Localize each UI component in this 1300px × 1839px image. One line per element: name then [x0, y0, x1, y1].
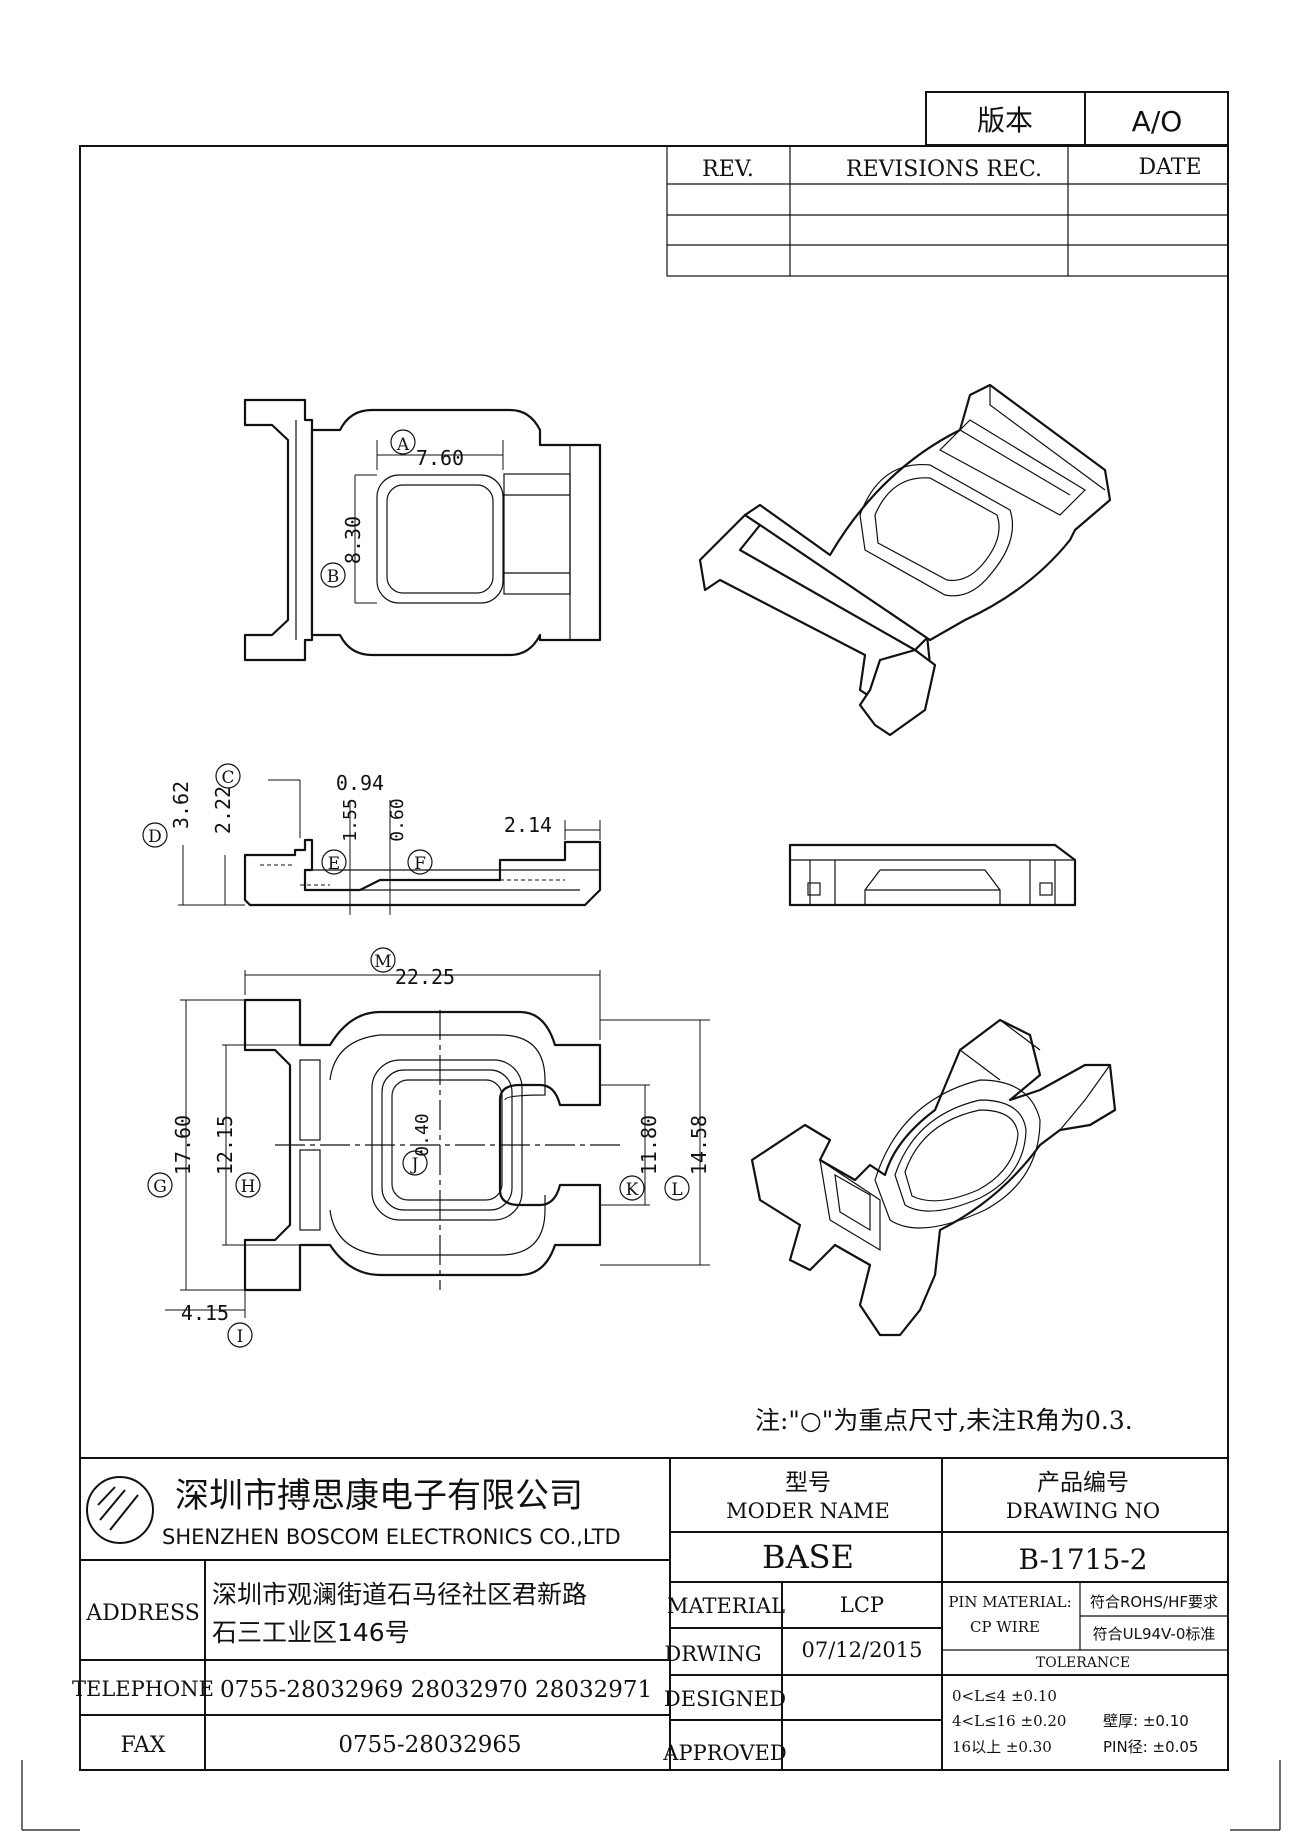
material-label: MATERIAL [667, 1594, 785, 1618]
title-block: 深圳市搏思康电子有限公司 SHENZHEN BOSCOM ELECTRONICS… [72, 1457, 1228, 1770]
address-line-2: 石三工业区146号 [212, 1618, 410, 1647]
label-A: A [396, 435, 410, 455]
address-line-1: 深圳市观澜街道石马径社区君新路 [212, 1580, 587, 1609]
version-box: 版本 A/O [925, 91, 1229, 146]
top-view: A 7.60 8.30 B [243, 398, 602, 662]
end-view [788, 843, 1077, 907]
company-name-cn: 深圳市搏思康电子有限公司 [175, 1476, 583, 1516]
company-logo-icon [86, 1476, 154, 1544]
label-I: I [237, 1327, 244, 1347]
dim-11-80: 11.80 [637, 1115, 661, 1175]
drawing-note: 注:"○"为重点尺寸,未注R角为0.3. [755, 1406, 1133, 1435]
label-H: H [241, 1177, 256, 1197]
rev-header: REV. [702, 157, 754, 182]
dim-12-15: 12.15 [213, 1115, 237, 1175]
rohs-compliance: 符合ROHS/HF要求 [1090, 1593, 1218, 1611]
address-label: ADDRESS [85, 1601, 200, 1626]
telephone-label: TELEPHONE [72, 1677, 214, 1701]
model-value: BASE [762, 1538, 854, 1576]
tolerance-row-1: 0<L≤4 ±0.10 [952, 1687, 1057, 1705]
dim-8-30: 8.30 [341, 516, 365, 564]
approved-label: APPROVED [662, 1741, 786, 1765]
dim-0-60: 0.60 [387, 798, 408, 841]
dim-14-58: 14.58 [687, 1115, 711, 1175]
drawing-no-value: B-1715-2 [1018, 1543, 1147, 1576]
label-J: J [410, 1155, 419, 1175]
dim-1-55: 1.55 [340, 798, 361, 841]
fax-value: 0755-28032965 [338, 1732, 521, 1758]
label-F: F [414, 854, 426, 874]
iso-view-2 [750, 1018, 1117, 1337]
label-G: G [153, 1177, 167, 1197]
dim-3-62: 3.62 [169, 781, 193, 829]
fax-label: FAX [121, 1733, 166, 1758]
label-K: K [626, 1180, 639, 1200]
pin-material-value: CP WIRE [970, 1618, 1040, 1636]
label-C: C [221, 768, 234, 788]
dim-22-25: 22.25 [395, 965, 455, 989]
dim-17-60: 17.60 [171, 1115, 195, 1175]
drawing-no-label-en: DRAWING NO [1006, 1499, 1160, 1523]
date-header: DATE [1138, 155, 1201, 180]
revisions-rec-header: REVISIONS REC. [846, 157, 1042, 182]
dim-4-15: 4.15 [181, 1301, 229, 1325]
revision-table: REV. REVISIONS REC. DATE [666, 145, 1229, 277]
dim-7-60: 7.60 [416, 446, 464, 470]
designed-label: DESIGNED [664, 1687, 786, 1711]
crop-marks [21, 1760, 1281, 1831]
dim-2-22: 2.22 [211, 786, 235, 834]
label-L: L [671, 1180, 682, 1200]
dim-0-40: 0.40 [412, 1113, 433, 1156]
tolerance-row-3: 16以上 ±0.30 [952, 1738, 1052, 1756]
telephone-value: 0755-28032969 28032970 28032971 [220, 1677, 652, 1703]
material-value: LCP [840, 1593, 884, 1617]
drawing-no-label-cn: 产品编号 [1037, 1470, 1129, 1496]
side-view: 0.94 C 3.62 D 2.22 1.55 E 0.60 F 2.14 [142, 763, 602, 915]
model-label-cn: 型号 [785, 1470, 831, 1496]
drwing-value: 07/12/2015 [801, 1638, 922, 1662]
model-label-en: MODER NAME [726, 1499, 890, 1523]
ul-compliance: 符合UL94V-0标准 [1093, 1625, 1216, 1643]
drwing-label: DRWING [664, 1642, 761, 1666]
wall-thickness-tolerance: 壁厚: ±0.10 [1103, 1712, 1189, 1730]
dim-0-94: 0.94 [336, 771, 384, 795]
label-M: M [374, 952, 391, 972]
label-E: E [328, 854, 340, 874]
iso-view-1 [698, 383, 1112, 737]
label-B: B [327, 567, 340, 587]
company-name-en: SHENZHEN BOSCOM ELECTRONICS CO.,LTD [162, 1525, 621, 1549]
version-label: 版本 [977, 104, 1033, 137]
bottom-view: 22.25 M 17.60 G 12.15 H 0.40 J 11.80 K 1… [147, 947, 711, 1348]
pin-material-label: PIN MATERIAL: [948, 1593, 1071, 1611]
pin-diameter-tolerance: PIN径: ±0.05 [1103, 1738, 1198, 1756]
tolerance-label: TOLERANCE [1036, 1655, 1130, 1671]
version-value: A/O [1132, 105, 1183, 138]
sheet-border [79, 145, 1229, 1771]
label-D: D [148, 827, 162, 847]
tolerance-row-2: 4<L≤16 ±0.20 [952, 1712, 1066, 1730]
dim-2-14: 2.14 [504, 813, 552, 837]
